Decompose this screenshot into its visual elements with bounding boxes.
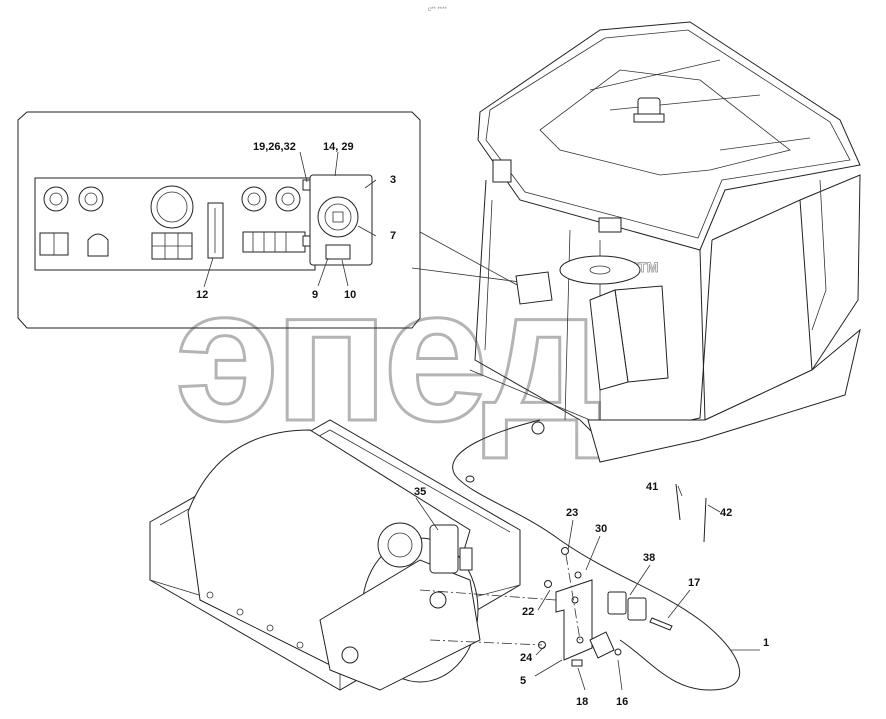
beacon-base <box>633 113 665 123</box>
selector-dial-icon <box>317 196 359 238</box>
vent-icon <box>598 217 622 233</box>
callout-3: 3 <box>390 174 396 186</box>
cable-clamp-icon <box>627 597 647 621</box>
gauge-icon <box>78 186 104 212</box>
callout-labels: 19,26,32 14, 29 3 7 9 10 12 35 23 30 38 … <box>196 141 769 708</box>
callout-24: 24 <box>520 652 533 664</box>
gauge-icon <box>275 186 301 212</box>
cable-tie-icon <box>675 483 681 521</box>
operator-cab <box>469 21 861 463</box>
callout-7: 7 <box>390 230 396 242</box>
mount-hole <box>429 591 447 609</box>
steering-wheel-icon <box>559 255 641 285</box>
callout-19-26-32: 19,26,32 <box>253 141 296 153</box>
washer-icon <box>574 571 582 579</box>
callout-38: 38 <box>643 552 655 564</box>
detail-frame <box>17 111 421 329</box>
callout-9: 9 <box>312 289 318 301</box>
cable-clip <box>465 475 475 483</box>
dashboard-detail-panel <box>17 111 531 329</box>
callout-5: 5 <box>520 675 526 687</box>
nut-icon <box>544 580 552 588</box>
callout-1: 1 <box>763 637 769 649</box>
callout-35: 35 <box>414 486 426 498</box>
detail-leader <box>411 231 531 293</box>
callout-42: 42 <box>720 507 732 519</box>
cable-tie-icon <box>703 497 707 543</box>
nut-icon <box>561 547 569 555</box>
mount-hole <box>341 646 359 664</box>
callout-30: 30 <box>595 523 607 535</box>
mounting-bracket <box>555 579 593 661</box>
callout-16: 16 <box>616 696 628 708</box>
cab-roof <box>477 21 861 251</box>
switch-group-icon <box>242 231 306 253</box>
grommet-icon <box>531 421 545 435</box>
callout-23: 23 <box>566 507 578 519</box>
gauge-icon <box>43 186 69 212</box>
cable-clamp-icon <box>607 591 627 615</box>
callout-10: 10 <box>344 289 356 301</box>
callout-14-29: 14, 29 <box>323 141 354 153</box>
cab-floor <box>587 328 861 463</box>
header-tag: c** **** <box>428 7 447 13</box>
rocker-switch-icon <box>325 244 351 260</box>
callout-12: 12 <box>196 289 208 301</box>
vent-icon <box>492 159 512 183</box>
vibration-motor-icon <box>377 522 423 568</box>
bar-gauge <box>207 202 224 259</box>
gauge-icon <box>241 186 267 212</box>
roller-drum-assembly <box>149 419 521 691</box>
callout-41: 41 <box>646 481 658 493</box>
sensor-icon <box>589 631 615 659</box>
sensor-cable <box>452 419 740 691</box>
callout-17: 17 <box>688 577 700 589</box>
motor-housing <box>429 524 459 574</box>
bolt-icon <box>571 659 583 667</box>
beacon-icon <box>637 97 661 117</box>
screw-icon <box>614 648 622 656</box>
bolt-icon <box>649 617 673 631</box>
callout-18: 18 <box>576 696 588 708</box>
cab-dashboard <box>515 271 553 305</box>
callout-22: 22 <box>522 606 534 618</box>
ignition-icon <box>87 233 109 257</box>
sensor-bracket-parts <box>419 483 707 667</box>
bracket-icon <box>302 235 311 247</box>
sensor-mount <box>459 547 473 571</box>
callout-leaders <box>415 485 760 691</box>
